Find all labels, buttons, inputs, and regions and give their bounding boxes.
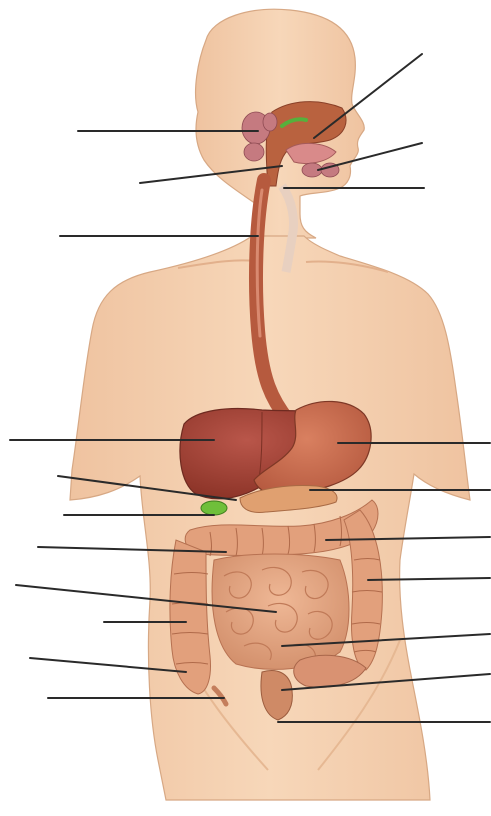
small-intestine <box>212 554 349 669</box>
gallbladder <box>201 501 227 515</box>
